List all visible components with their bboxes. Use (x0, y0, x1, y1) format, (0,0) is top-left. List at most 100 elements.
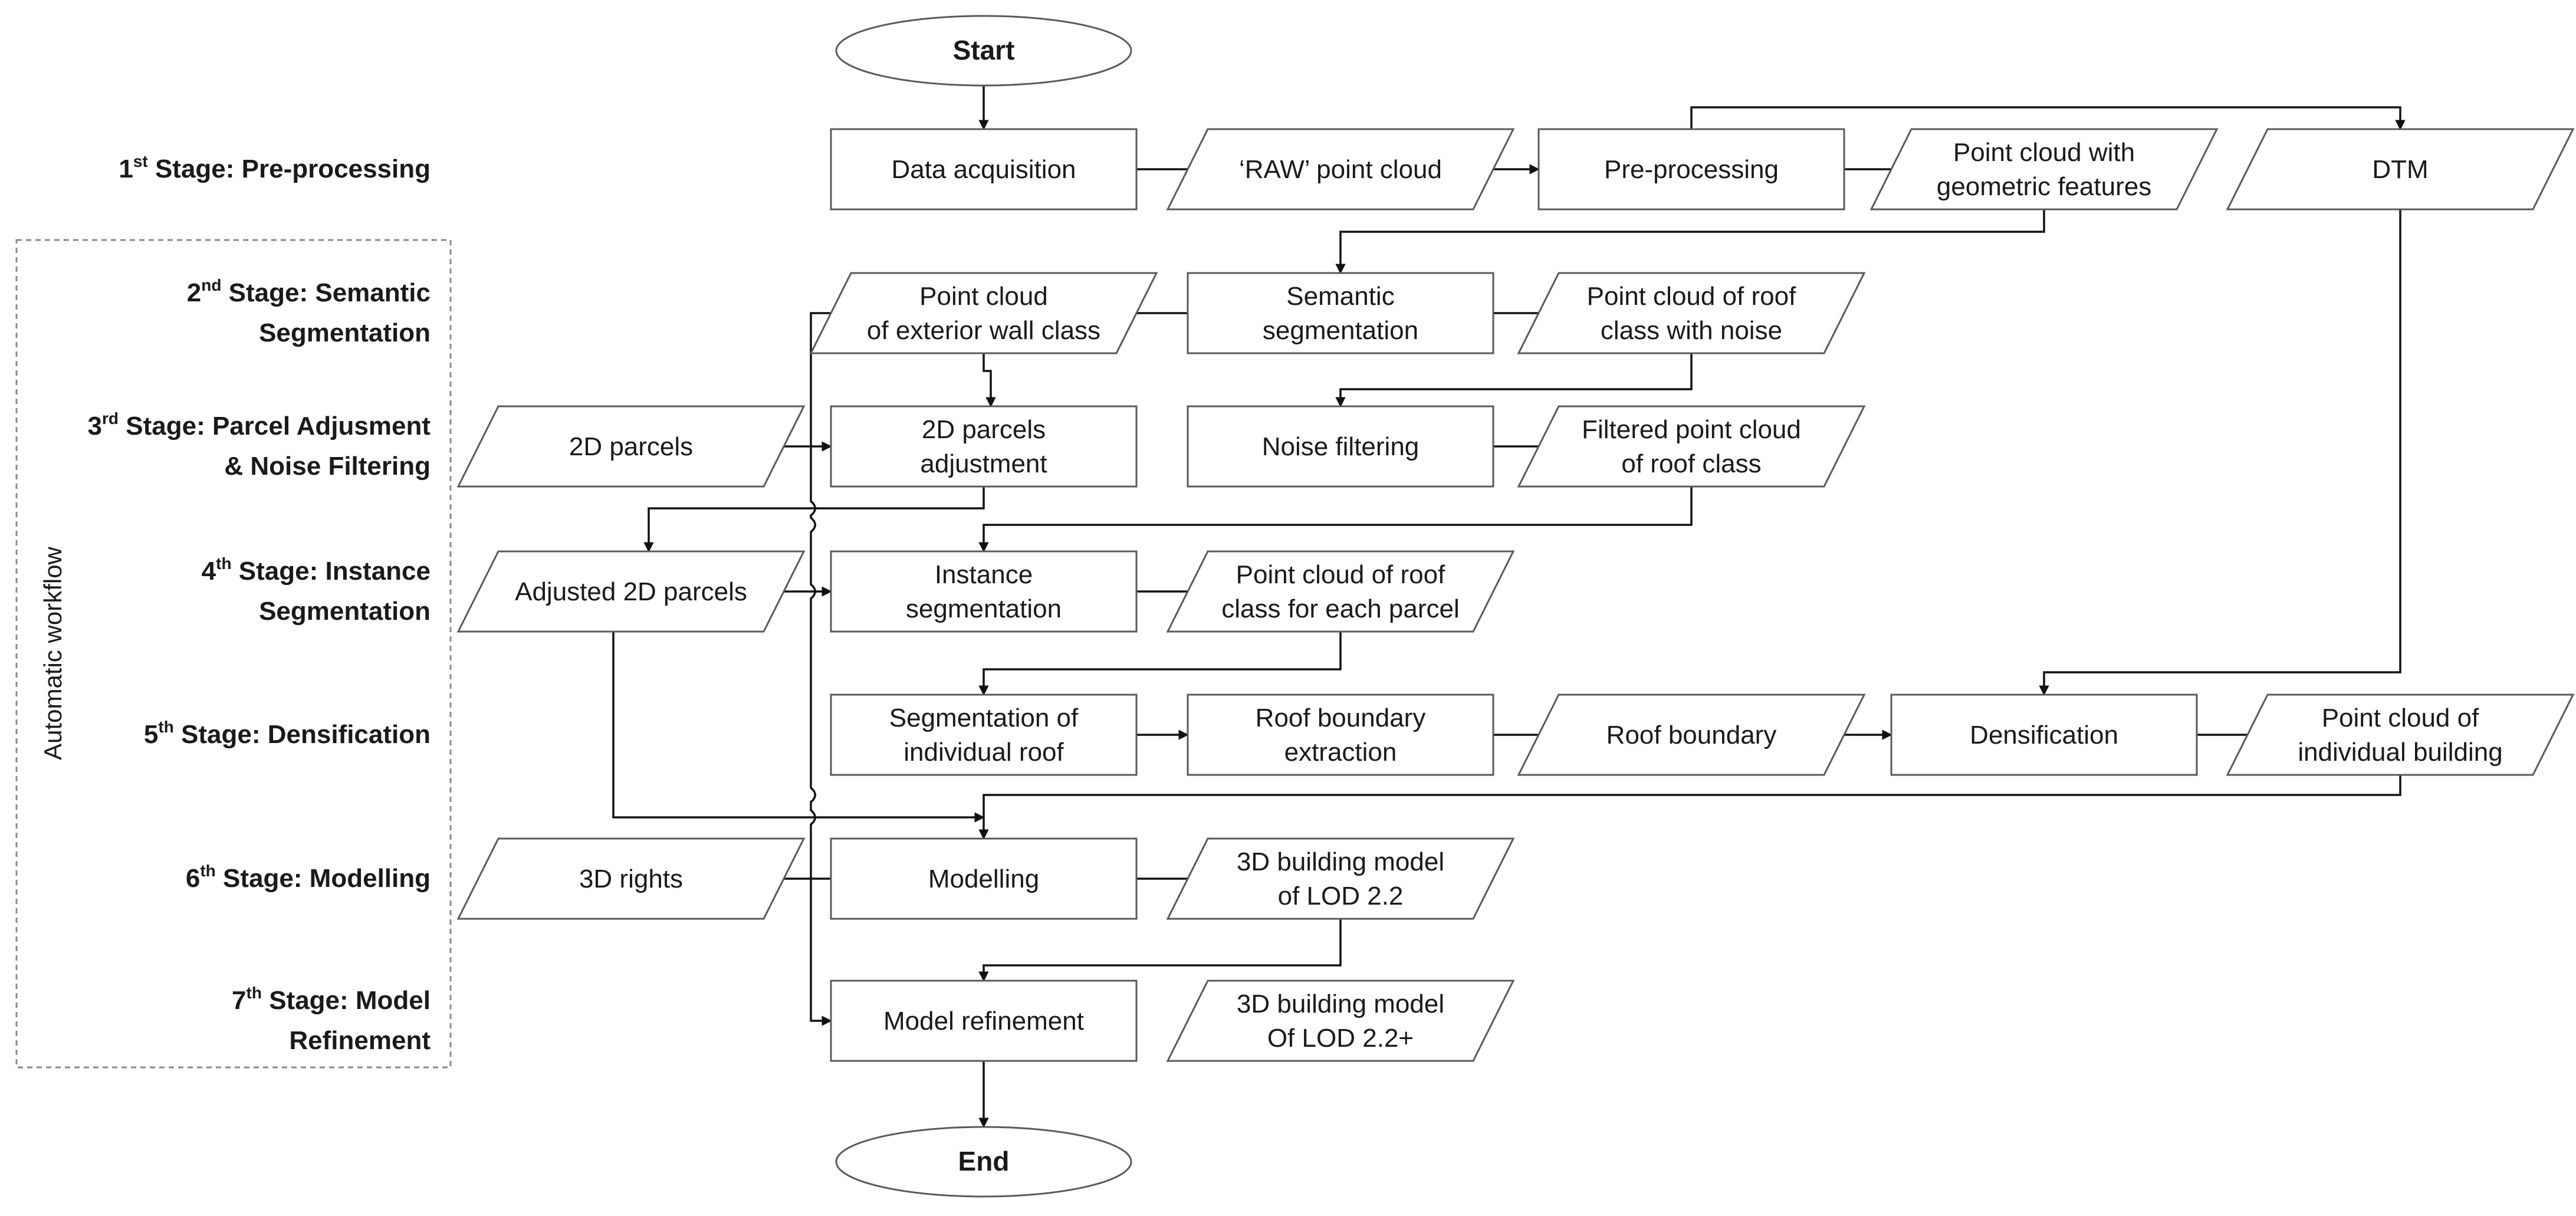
connector-layer (612, 86, 2406, 1128)
node-start: Start (835, 15, 1132, 87)
node-label: ‘RAW’ point cloud (1239, 155, 1442, 184)
data-parallelogram (1166, 980, 1515, 1062)
node-label: of exterior wall class (867, 316, 1100, 345)
data-parallelogram (2226, 694, 2575, 776)
node-label: segmentation (1263, 316, 1418, 345)
data-parallelogram (1517, 272, 1866, 354)
node-label: segmentation (906, 594, 1062, 623)
node-roof-boundary: Roof boundary (1517, 694, 1866, 776)
data-parallelogram (456, 550, 806, 633)
node-parcels-adjustment: 2D parcels adjustment (830, 405, 1138, 488)
node-pc-roof-parcel: Point cloud of roof class for each parcel (1166, 550, 1515, 633)
node-label: 2D parcels (922, 415, 1046, 444)
terminal-ellipse (835, 15, 1132, 87)
node-label: Modelling (928, 865, 1039, 893)
node-label: 3D building model (1237, 990, 1444, 1018)
connector-filtered-pc-roof-to-instance-segmentation (978, 487, 1693, 553)
node-label: 3D building model (1237, 847, 1444, 876)
node-label: DTM (2372, 155, 2428, 184)
node-label: Point cloud of roof (1236, 560, 1445, 589)
data-parallelogram (809, 272, 1158, 354)
node-label: class with noise (1601, 316, 1782, 345)
node-label: individual building (2298, 738, 2502, 767)
node-dtm: DTM (2226, 128, 2575, 211)
stage-4-label-line2: Segmentation (259, 597, 431, 626)
process-rectangle (830, 980, 1138, 1062)
process-rectangle (830, 694, 1138, 776)
node-rights-3d: 3D rights (456, 837, 806, 920)
node-label: Adjusted 2D parcels (515, 577, 747, 606)
data-parallelogram (1166, 837, 1515, 920)
process-rectangle (830, 837, 1138, 920)
process-rectangle (1890, 694, 2198, 776)
node-label: Start (953, 35, 1015, 65)
node-label: Point cloud of roof (1587, 282, 1796, 311)
node-label: Segmentation of (889, 704, 1079, 732)
node-label: 3D rights (579, 865, 683, 893)
terminal-ellipse (835, 1126, 1132, 1198)
stage-6-label: 6th Stage: Modelling (186, 862, 431, 893)
data-parallelogram (456, 405, 806, 488)
connector-adjusted-parcels-to-modelling (612, 632, 985, 823)
node-data-acquisition: Data acquisition (830, 128, 1138, 211)
data-parallelogram (456, 837, 806, 920)
node-noise-filtering: Noise filtering (1187, 405, 1494, 488)
process-rectangle (830, 405, 1138, 488)
node-adjusted-parcels: Adjusted 2D parcels (456, 550, 806, 633)
data-parallelogram (1166, 550, 1515, 633)
stage-7-label-line2: Refinement (289, 1026, 431, 1055)
node-label: Noise filtering (1262, 432, 1420, 461)
node-seg-individual-roof: Segmentation of individual roof (830, 694, 1138, 776)
node-label: Roof boundary (1606, 721, 1777, 750)
node-label: adjustment (920, 449, 1047, 478)
connector-parcels-adjustment-to-adjusted-parcels (643, 487, 985, 553)
connector-pc-individual-building-to-modelling (978, 775, 2401, 840)
node-pc-individual-building: Point cloud of individual building (2226, 694, 2575, 776)
stage-5-label: 5th Stage: Densification (144, 718, 431, 749)
connector-pc-geometric-to-semantic-segmentation (1335, 209, 2045, 274)
node-label: Point cloud with (1953, 138, 2135, 167)
stage-2-label: 2nd Stage: Semantic (187, 276, 431, 307)
node-pre-processing: Pre-processing (1537, 128, 1845, 211)
node-label: individual roof (903, 738, 1064, 767)
data-parallelogram (1869, 128, 2219, 211)
data-parallelogram (1517, 405, 1866, 488)
stage-3-label-line2: & Noise Filtering (224, 452, 431, 481)
node-label: geometric features (1937, 172, 2151, 201)
stage-7-label: 7th Stage: Model (232, 984, 431, 1015)
node-roof-boundary-extraction: Roof boundary extraction (1187, 694, 1494, 776)
data-parallelogram (2226, 128, 2575, 211)
node-pc-exterior-wall: Point cloud of exterior wall class (809, 272, 1158, 354)
process-rectangle (1187, 272, 1494, 354)
node-label: Model refinement (883, 1007, 1084, 1036)
connector-pre-processing-to-dtm (1690, 106, 2406, 130)
node-label: of roof class (1621, 449, 1761, 478)
node-label: Point cloud of (2322, 704, 2479, 732)
stage-1-label: 1st Stage: Pre-processing (119, 152, 431, 183)
connector-pc-roof-noise-to-noise-filtering (1335, 353, 1693, 407)
stage-labels: 1st Stage: Pre-processing 2nd Stage: Sema… (88, 152, 431, 1055)
node-label: class for each parcel (1221, 594, 1460, 623)
node-label: Densification (1970, 721, 2118, 750)
node-label: extraction (1284, 738, 1397, 767)
node-label: Point cloud (919, 282, 1048, 311)
process-rectangle (1187, 405, 1494, 488)
node-raw-point-cloud: ‘RAW’ point cloud (1166, 128, 1515, 211)
node-label: Pre-processing (1604, 155, 1779, 184)
connector-dtm-to-densification (2039, 209, 2401, 696)
process-rectangle (830, 128, 1138, 211)
connector-pc-roof-parcel-to-seg-individual-roof (978, 632, 1342, 696)
node-pc-geometric: Point cloud with geometric features (1869, 128, 2219, 211)
process-rectangle (1537, 128, 1845, 211)
automatic-workflow-label: Automatic workflow (39, 546, 67, 760)
node-model-refinement: Model refinement (830, 980, 1138, 1062)
node-label: of LOD 2.2 (1278, 882, 1404, 911)
node-modelling: Modelling (830, 837, 1138, 920)
node-label: Roof boundary (1256, 704, 1426, 732)
